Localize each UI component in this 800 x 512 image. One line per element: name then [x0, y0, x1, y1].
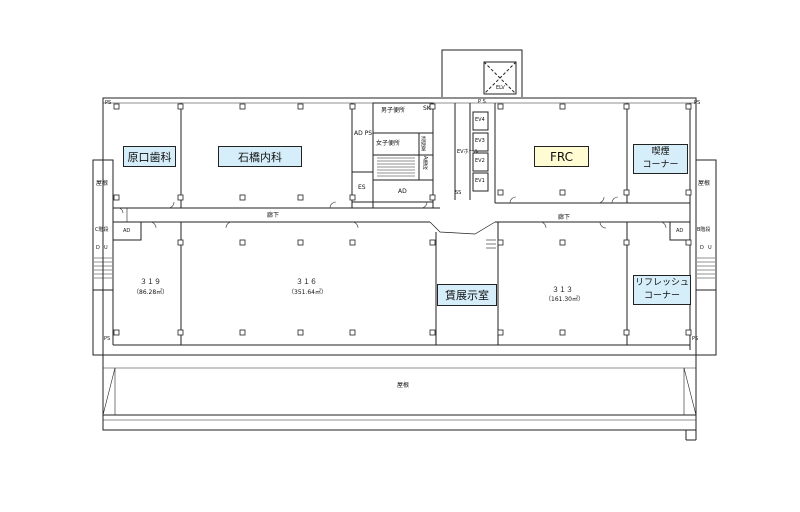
cleaning-room	[418, 132, 434, 156]
ev3-shaft	[472, 132, 489, 152]
womens-restroom-label: 女子便所	[376, 140, 401, 147]
room-haraguchi-label: 原口歯科	[127, 150, 172, 164]
corridor-left-label: 廊下	[267, 212, 280, 219]
smoking-label-line1: 喫煙	[651, 147, 670, 157]
room-ishibashi-label: 石橋内科	[238, 150, 282, 164]
smoking-label-line2: コーナー	[642, 160, 679, 170]
room-319-number: ３１９	[140, 278, 161, 286]
mens-restroom-label: 男子便所	[381, 107, 406, 114]
corridor-right-label: 廊下	[558, 214, 571, 221]
room-smoking-corner[interactable]: 喫煙 コーナー	[633, 144, 688, 174]
refresh-label-line2: コーナー	[643, 291, 680, 301]
roof-outline	[92, 290, 717, 431]
roof-right-label: 屋根	[698, 180, 711, 187]
room-ishibashi-clinic[interactable]: 石橋内科	[218, 146, 302, 167]
ad-room-top	[372, 179, 434, 203]
ev2-shaft	[472, 152, 489, 172]
stair-c-u: U	[104, 245, 108, 251]
room-319-area: （86.28㎡）	[133, 289, 169, 296]
ad-left-label: AD	[123, 228, 131, 234]
room-frc-label: FRC	[549, 149, 574, 164]
elv-shaft	[483, 61, 517, 95]
room-316-area: （351.64㎡）	[288, 289, 327, 296]
sk-label: SK	[423, 105, 431, 112]
room-313-area: （161.30㎡）	[545, 296, 584, 303]
right-bay	[695, 159, 717, 291]
room-lease-label: 賃展示室	[445, 289, 489, 302]
roof-left-label: 屋根	[96, 180, 109, 187]
stair-c-d: D	[96, 245, 100, 251]
cleaning-label: 清掃室	[420, 136, 426, 151]
ev-hall-label: EVホール	[457, 149, 479, 155]
ps-se-label: PS	[692, 336, 699, 342]
stair-b-u: U	[708, 245, 712, 251]
room-316-number: ３１６	[296, 278, 317, 286]
room-haraguchi-dental[interactable]: 原口歯科	[123, 146, 176, 167]
a-stair-label: A階段	[422, 156, 428, 170]
elv-label: ELV	[496, 85, 505, 91]
ev1-shaft	[472, 172, 489, 192]
ad-top-label: AD	[398, 188, 407, 195]
stair-b-d: D	[700, 245, 704, 251]
ad-ps-label: AD PS	[354, 130, 373, 137]
ev2-label: EV2	[475, 158, 485, 164]
b-stair-label: B階段	[697, 227, 711, 233]
ev4-label: EV4	[475, 117, 485, 123]
room-lease-exhibition[interactable]: 賃展示室	[437, 284, 497, 306]
elevator-penthouse-outline	[441, 49, 523, 97]
ev1-label: EV1	[475, 178, 485, 184]
building-outline	[102, 97, 697, 356]
ev4-shaft	[472, 111, 489, 131]
ps-nw-label: PS	[105, 100, 112, 106]
roof-label: 屋根	[397, 382, 410, 389]
ev3-label: EV3	[475, 138, 485, 144]
room-frc[interactable]: FRC	[534, 146, 589, 167]
ps-top-label: P S	[478, 99, 486, 105]
room-refresh-corner[interactable]: リフレッシュ コーナー	[633, 275, 691, 305]
room-313-number: ３１３	[552, 286, 573, 294]
es-label: ES	[358, 184, 366, 191]
ps-sw-label: PS	[104, 336, 111, 342]
ss-label: SS	[455, 190, 462, 196]
ad-right-label: AD	[676, 228, 684, 234]
refresh-label-line1: リフレッシュ	[634, 278, 689, 288]
ps-ne-label: PS	[694, 100, 701, 106]
c-stair-label: C階段	[95, 227, 109, 233]
